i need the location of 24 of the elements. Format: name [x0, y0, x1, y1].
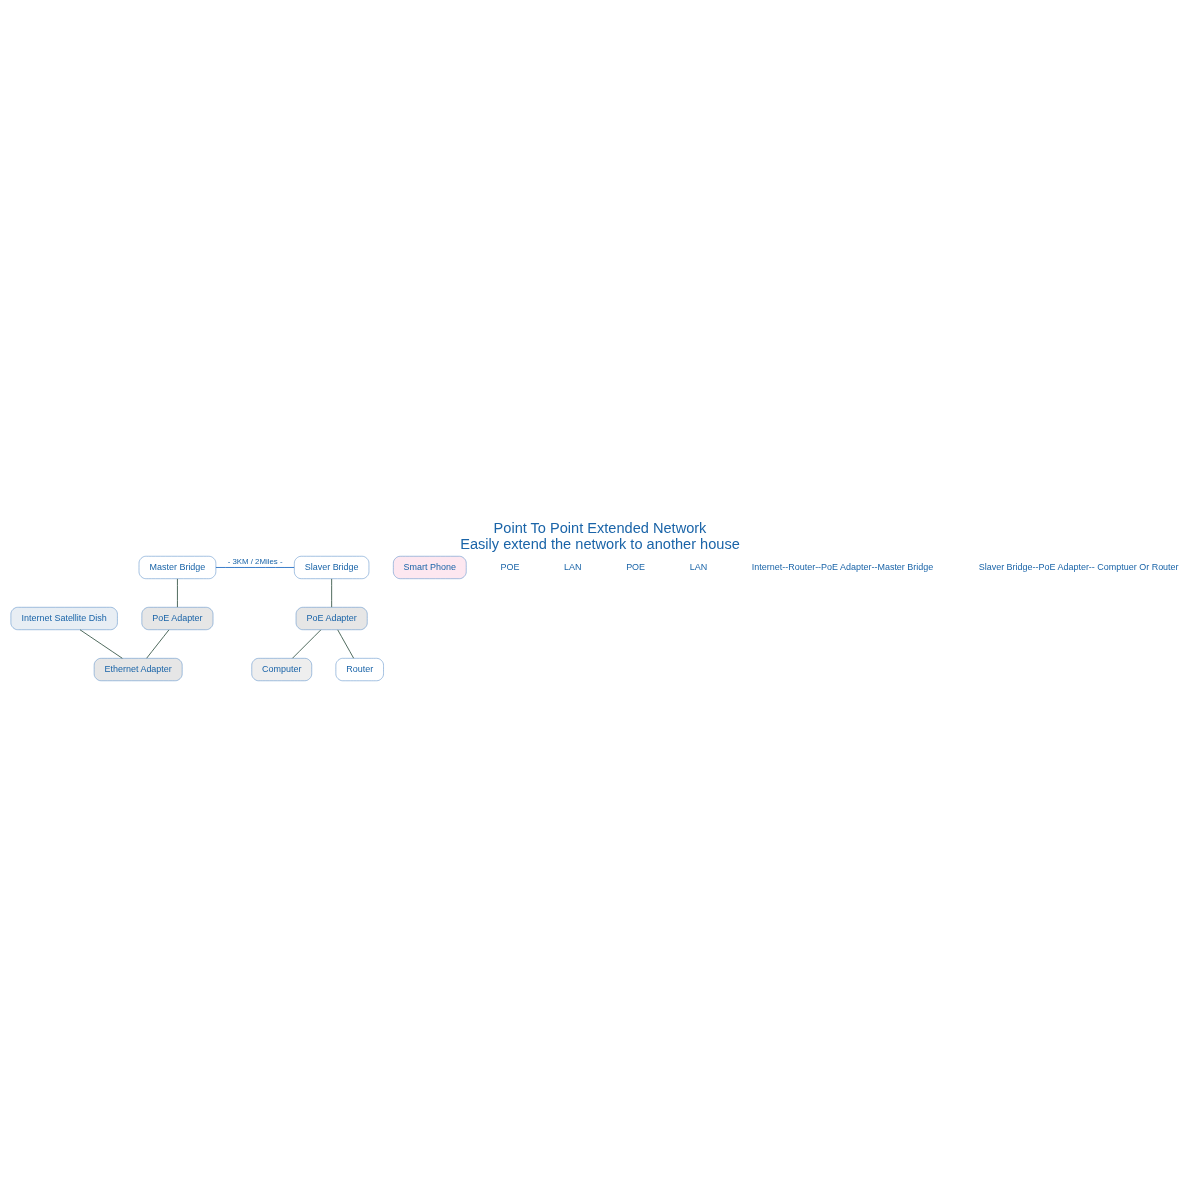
connector [79, 629, 123, 659]
connector [292, 629, 322, 659]
connector [215, 567, 295, 568]
connector [177, 578, 178, 608]
node-box: Slaver Bridge [294, 556, 370, 579]
label: Internet--Router--PoE Adapter--Master Bridge [751, 561, 934, 572]
label: POE [500, 561, 520, 572]
node-box: Smart Phone [393, 556, 467, 579]
connector [331, 578, 333, 608]
connector [337, 629, 355, 659]
node-box: PoE Adapter [295, 607, 368, 630]
connector [146, 629, 170, 659]
node-box: Internet Satellite Dish [10, 607, 118, 630]
label: LAN [689, 561, 708, 572]
node-box: Ethernet Adapter [93, 658, 183, 682]
caption: Easily extend the network to another house [460, 536, 740, 553]
label: POE [626, 561, 646, 572]
diagram-title: Point To Point Extended Network [493, 520, 707, 537]
label: Slaver Bridge--PoE Adapter-- Comptuer Or Router [978, 561, 1179, 572]
node-box: Computer [251, 658, 312, 682]
label: LAN [564, 561, 582, 572]
node-box: Master Bridge [138, 556, 217, 579]
node-box: Router [335, 658, 384, 682]
node-box: PoE Adapter [141, 607, 214, 630]
